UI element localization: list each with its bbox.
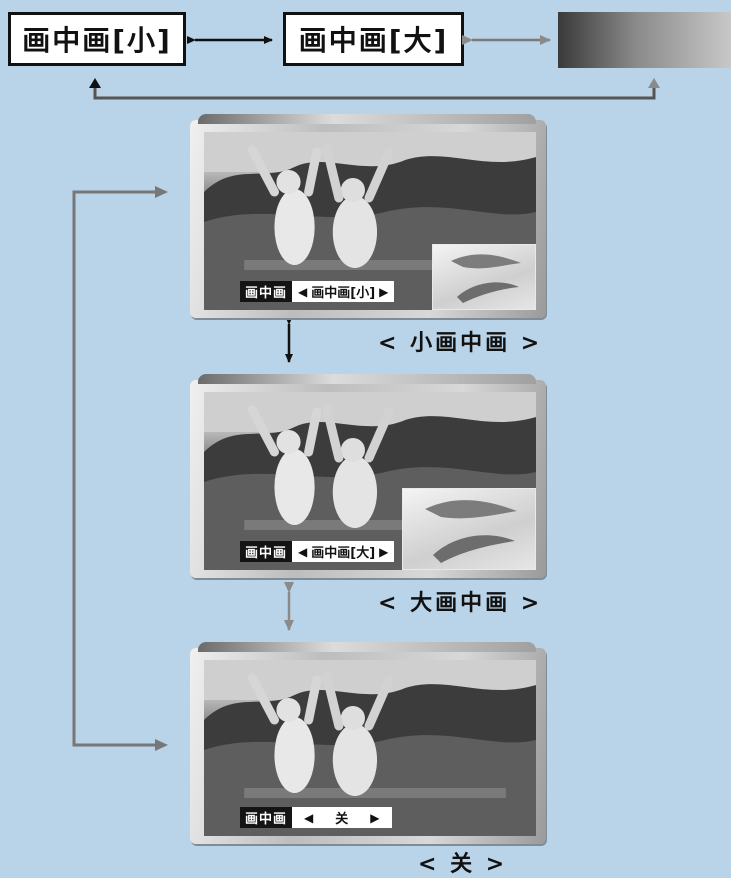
mode-off-swatch <box>558 12 731 68</box>
osd-left-arrow-icon: ◀ <box>298 284 308 299</box>
caption-small-pip: < 小画中画 > <box>378 331 543 356</box>
osd-left-arrow-icon: ◀ <box>304 810 314 825</box>
pip-window <box>402 488 536 570</box>
osd-tag: 画中画 <box>240 541 293 562</box>
osd-bar: 画中画 ◀ 画中画[小] ▶ <box>240 281 395 302</box>
osd-tag: 画中画 <box>240 807 293 828</box>
tv-screen-small-pip: 画中画 ◀ 画中画[小] ▶ <box>190 114 546 318</box>
osd-value: 画中画[小] <box>311 286 376 301</box>
dolphin-image <box>451 254 521 303</box>
pip-window <box>432 244 536 310</box>
dolphin-image <box>425 500 517 563</box>
osd-tag: 画中画 <box>240 281 293 302</box>
arrow-return-loop <box>93 82 656 100</box>
tv-picture: 画中画 ◀ 画中画[大] ▶ <box>204 392 536 570</box>
tv-screen-pip-off: 画中画 ◀ 关 ▶ <box>190 642 546 844</box>
tv-picture: 画中画 ◀ 画中画[小] ▶ <box>204 132 536 310</box>
caption-large-pip: < 大画中画 > <box>378 591 543 616</box>
osd-value: 画中画[大] <box>311 546 376 561</box>
osd-right-arrow-icon: ▶ <box>379 284 389 299</box>
osd-value-box: ◀ 画中画[小] ▶ <box>292 281 395 302</box>
osd-bar: 画中画 ◀ 画中画[大] ▶ <box>240 541 395 562</box>
osd-bar: 画中画 ◀ 关 ▶ <box>240 807 392 828</box>
osd-value: 关 <box>335 812 349 827</box>
caption-pip-off: < 关 > <box>418 852 508 877</box>
osd-value-box: ◀ 关 ▶ <box>292 807 392 828</box>
osd-value-box: ◀ 画中画[大] ▶ <box>292 541 395 562</box>
mode-large-box: 画中画[大] <box>283 12 464 66</box>
mode-small-box: 画中画[小] <box>8 12 186 66</box>
osd-right-arrow-icon: ▶ <box>379 544 389 559</box>
osd-left-arrow-icon: ◀ <box>298 544 308 559</box>
arrow-left-loop <box>72 190 165 747</box>
tv-picture: 画中画 ◀ 关 ▶ <box>204 660 536 836</box>
tv-screen-large-pip: 画中画 ◀ 画中画[大] ▶ <box>190 374 546 578</box>
osd-right-arrow-icon: ▶ <box>370 810 380 825</box>
